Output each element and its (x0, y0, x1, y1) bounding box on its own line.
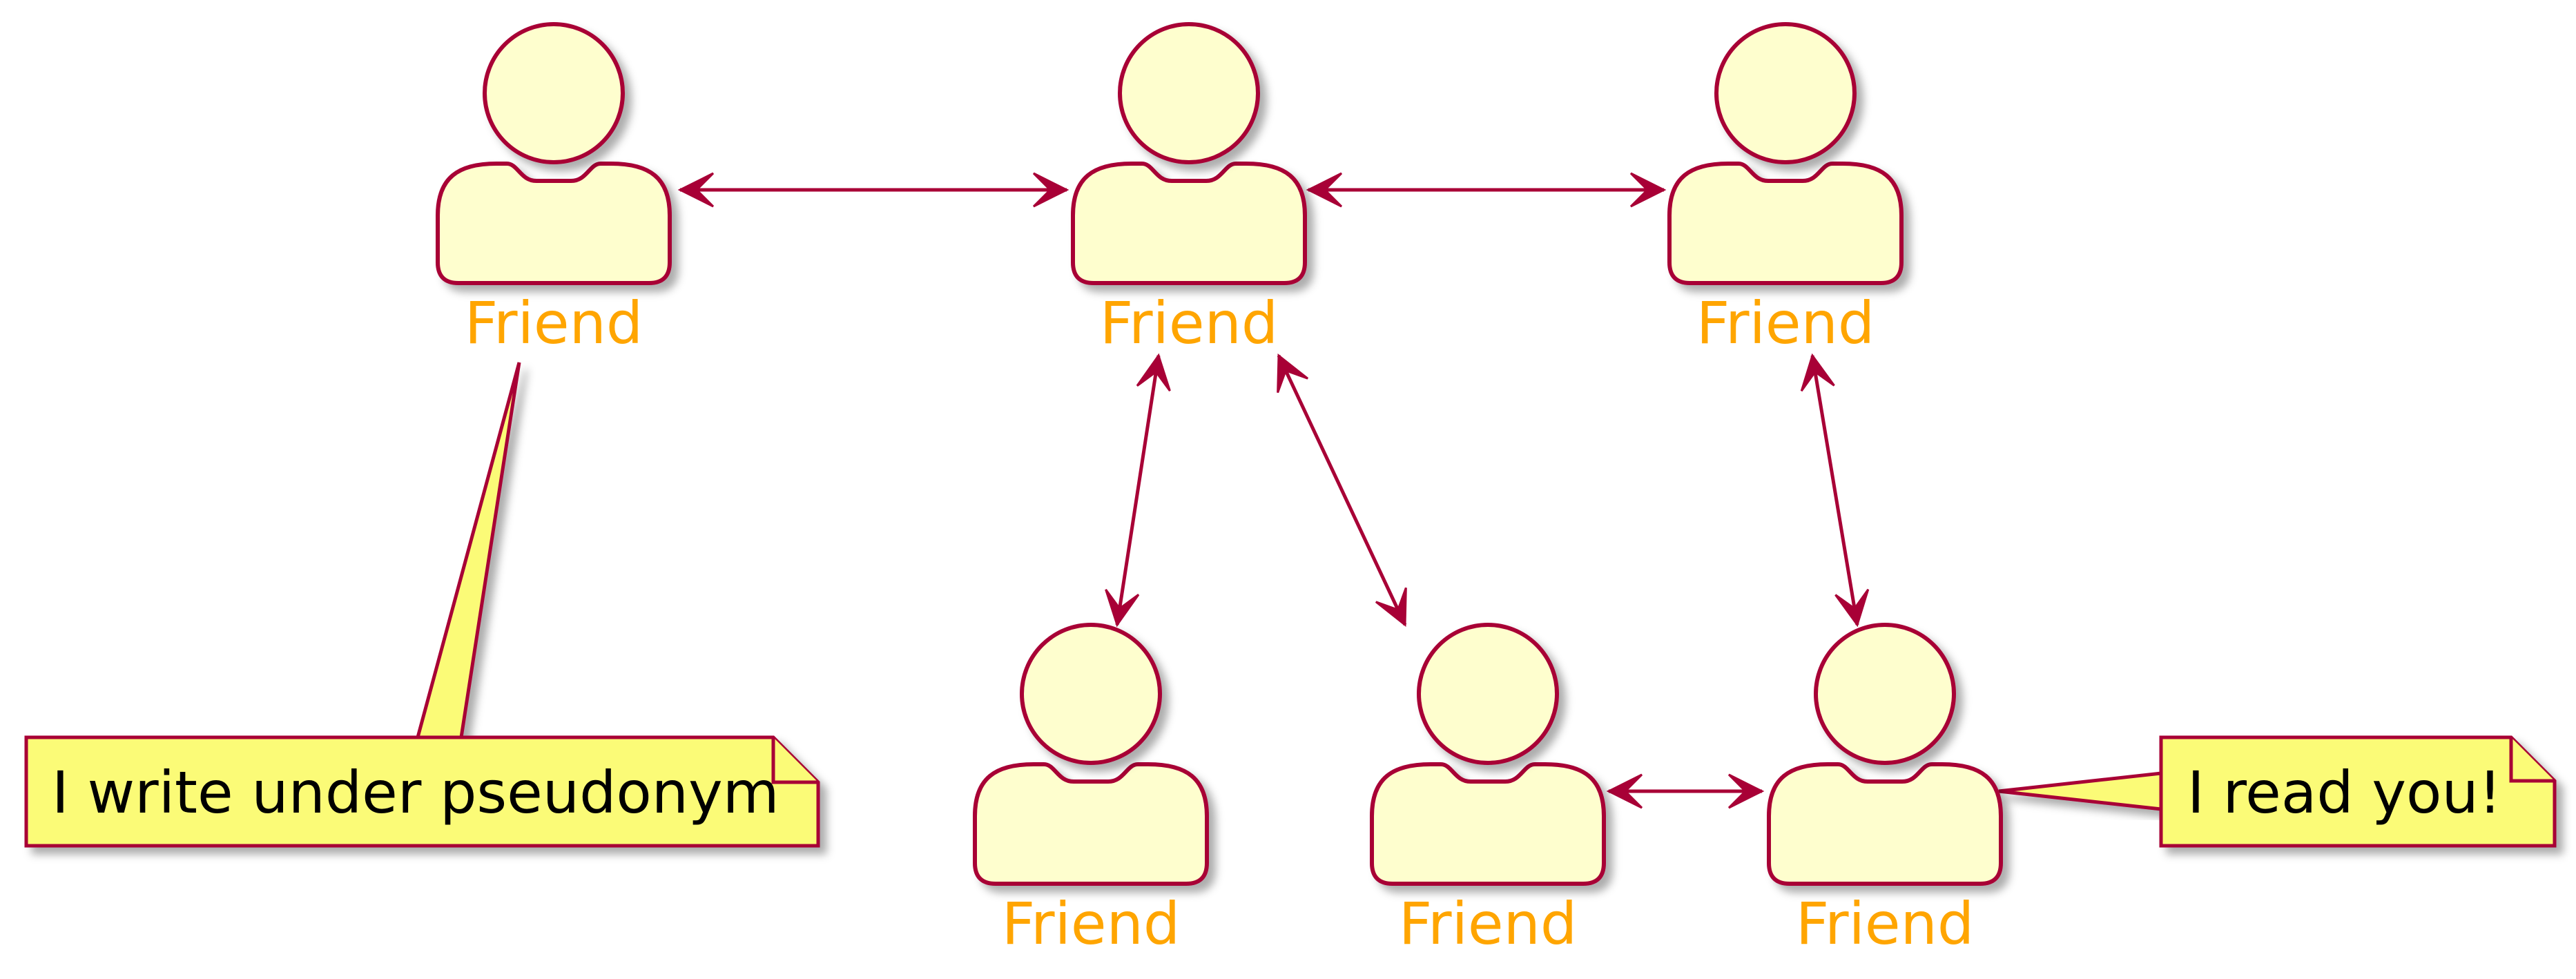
note-pseudonym-text: I write under pseudonym (52, 759, 779, 826)
actor-a3: Friend (1667, 22, 1904, 357)
note-pseudonym-body (24, 735, 820, 848)
note-pseudonym: I write under pseudonym (24, 362, 820, 848)
actor-body-icon (973, 762, 1209, 886)
link-a1-a2 (677, 172, 1069, 208)
actor-head-icon (1814, 623, 1956, 765)
note-read-you-body (2159, 735, 2557, 848)
actor-head-icon (1417, 623, 1559, 765)
actor-body-icon (1071, 162, 1307, 285)
actor-body-icon (436, 162, 672, 285)
note-read-you-fold (2509, 737, 2555, 783)
arrowhead-icon (1727, 773, 1765, 809)
actor-head-icon (483, 22, 625, 164)
arrowhead-icon (1606, 773, 1643, 809)
arrowhead-icon (1136, 353, 1171, 391)
arrowhead-icon (1105, 589, 1140, 628)
actor-body-icon (1667, 162, 1904, 285)
link-a3-a6 (1800, 353, 1870, 628)
actor-head-icon (1118, 22, 1260, 164)
actor-label: Friend (1796, 890, 1974, 958)
link-a2-a5 (1277, 353, 1407, 628)
actor-label: Friend (1399, 890, 1577, 958)
arrowhead-icon (1800, 353, 1835, 392)
link-line (1277, 354, 1407, 626)
arrowhead-icon (1306, 172, 1343, 208)
actor-body-icon (1767, 762, 2003, 886)
arrowhead-icon (1375, 587, 1407, 628)
link-line (1810, 355, 1859, 626)
actor-a5: Friend (1370, 623, 1606, 958)
actor-label: Friend (465, 289, 643, 357)
note-pseudonym-connector (415, 362, 521, 739)
note-read-you: I read you! (1998, 735, 2557, 848)
actor-label: Friend (1696, 289, 1875, 357)
actor-body-icon (1370, 762, 1606, 886)
links-layer (677, 172, 1870, 809)
arrowhead-icon (1032, 172, 1069, 208)
actor-a6: Friend (1767, 623, 2003, 958)
arrowhead-icon (677, 172, 715, 208)
arrowhead-icon (1277, 353, 1309, 394)
link-a5-a6 (1606, 773, 1765, 809)
link-line (1115, 355, 1161, 626)
note-read-you-connector (1998, 771, 2163, 811)
arrowhead-icon (1834, 588, 1870, 628)
actor-a2: Friend (1071, 22, 1307, 357)
actor-head-icon (1020, 623, 1162, 765)
note-read-you-text: I read you! (2187, 759, 2501, 826)
actor-label: Friend (1002, 890, 1180, 958)
actor-label: Friend (1100, 289, 1278, 357)
note-pseudonym-fold (771, 737, 818, 784)
link-a2-a4 (1105, 353, 1171, 628)
actor-a4: Friend (973, 623, 1209, 958)
link-a2-a3 (1306, 172, 1667, 208)
actor-head-icon (1714, 22, 1857, 164)
arrowhead-icon (1629, 172, 1667, 208)
actor-a1: Friend (436, 22, 672, 357)
